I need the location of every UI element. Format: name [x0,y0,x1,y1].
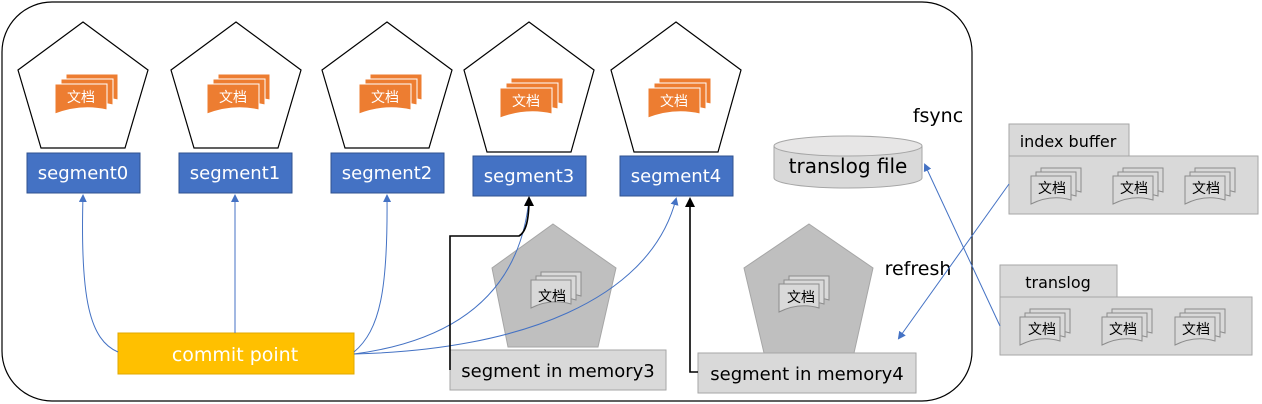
doc-label: 文档 [1038,181,1066,197]
translog-doc-1: 文档 [1019,308,1071,346]
doc-label: 文档 [1192,181,1220,197]
index-buffer-doc-1: 文档 [1030,167,1082,205]
segment1-label: segment1 [190,163,280,184]
translog-doc-2: 文档 [1101,308,1153,346]
segment2-box: segment2 [330,152,445,194]
segment2-label: segment2 [342,163,432,184]
memory3-box: segment in memory3 [449,349,667,391]
doc-label: 文档 [1182,322,1210,338]
segment3-box: segment3 [472,155,587,197]
translog-file-cylinder: translog file [773,135,923,189]
memory4-label: segment in memory4 [710,364,903,385]
segment4-box: segment4 [619,155,734,197]
arrow-refresh [897,183,1010,340]
doc-stack-segment0: 文档 [54,73,119,115]
arrow-memory4-to-segment4 [685,197,698,373]
index-buffer-doc-3: 文档 [1184,167,1236,205]
memory4-box: segment in memory4 [697,352,917,394]
doc-label: 文档 [512,94,540,110]
segment0-box: segment0 [26,152,141,194]
index-buffer-doc-2: 文档 [1112,167,1164,205]
doc-label: 文档 [538,289,566,305]
doc-stack-segment3: 文档 [499,77,564,119]
index-buffer-label: index buffer [1020,132,1117,151]
doc-label: 文档 [219,90,247,106]
doc-label: 文档 [371,90,399,106]
doc-stack-memory3: 文档 [530,271,582,309]
fsync-label: fsync [913,105,963,127]
doc-label: 文档 [1109,322,1137,338]
doc-label: 文档 [660,94,688,110]
doc-label: 文档 [787,290,815,306]
right-arrows [897,163,1010,340]
segment1-box: segment1 [178,152,293,194]
flush-arrows [449,196,698,373]
translog-file-label: translog file [789,154,908,178]
doc-stack-segment4: 文档 [647,77,712,119]
arrow-to-segment0 [78,194,119,353]
translog-folder: translog 文档 文档 文档 [999,264,1253,356]
memory3-label: segment in memory3 [461,361,654,382]
doc-label: 文档 [1120,181,1148,197]
segment4-label: segment4 [631,166,721,187]
index-buffer-folder: index buffer 文档 文档 文档 [1008,123,1259,215]
commit-point-label: commit point [172,344,298,366]
arrow-to-segment2 [353,194,392,353]
translog-label: translog [1025,273,1091,292]
refresh-label: refresh [885,258,952,280]
doc-stack-segment1: 文档 [206,73,271,115]
segment3-label: segment3 [484,166,574,187]
translog-doc-3: 文档 [1174,308,1226,346]
doc-label: 文档 [1028,322,1056,338]
arrow-memory3-to-segment3 [449,196,534,370]
doc-stack-memory4: 文档 [778,275,830,313]
doc-label: 文档 [67,90,95,106]
segment0-label: segment0 [38,163,128,184]
arrow-fsync [923,163,1001,327]
arrow-to-segment4 [353,197,679,355]
commit-point-box: commit point [117,332,355,375]
doc-stack-segment2: 文档 [358,73,423,115]
